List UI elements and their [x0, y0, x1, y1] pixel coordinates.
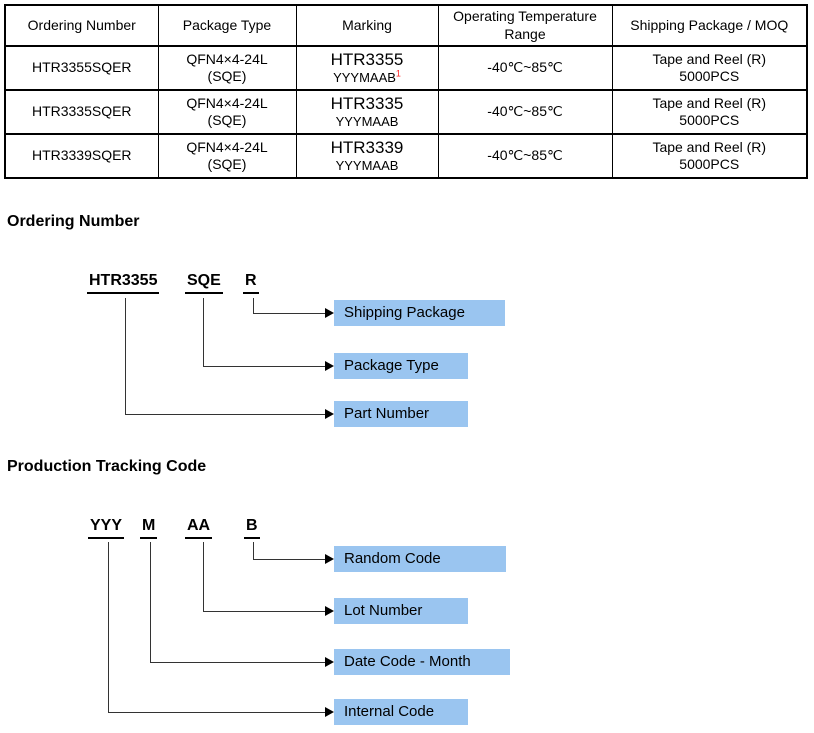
- arrowhead-icon: [325, 606, 334, 616]
- code-part-date-code: M: [140, 517, 158, 539]
- cell-marking: HTR3339 YYYMAAB: [295, 133, 439, 179]
- cell-shipping-moq: Tape and Reel (R) 5000PCS: [611, 133, 808, 179]
- callout-lot-number: Lot Number: [334, 598, 468, 624]
- shipping-line2: 5000PCS: [679, 112, 740, 128]
- shipping-line2: 5000PCS: [679, 156, 740, 172]
- connector-line: [150, 542, 151, 662]
- callout-shipping-package: Shipping Package: [334, 300, 505, 326]
- connector-line: [125, 298, 126, 414]
- code-part-lot-number: AA: [185, 517, 213, 539]
- connector-line: [253, 298, 254, 313]
- callout-part-number: Part Number: [334, 401, 468, 427]
- section-heading-ordering-number: Ordering Number: [7, 213, 140, 230]
- cell-marking: HTR3355 YYYMAAB1: [295, 45, 439, 91]
- callout-internal-code: Internal Code: [334, 699, 468, 725]
- arrowhead-icon: [325, 707, 334, 717]
- col-header-ordering-number: Ordering Number: [4, 4, 159, 47]
- package-type-line2: (SQE): [207, 156, 247, 172]
- code-part-internal-code: YYY: [88, 517, 125, 539]
- col-header-temp-range: Operating Temperature Range: [437, 4, 613, 47]
- callout-date-code-month: Date Code - Month: [334, 649, 510, 675]
- cell-temp-range: -40℃~85℃: [437, 89, 613, 135]
- connector-line: [203, 542, 204, 611]
- cell-ordering-number: HTR3339SQER: [4, 133, 159, 179]
- code-part-part-number: HTR3355: [87, 272, 160, 294]
- package-type-line1: QFN4×4-24L: [186, 50, 268, 67]
- connector-line: [203, 366, 326, 367]
- col-header-marking: Marking: [295, 4, 439, 47]
- shipping-line1: Tape and Reel (R): [652, 94, 767, 111]
- connector-line: [253, 559, 326, 560]
- connector-line: [125, 414, 326, 415]
- package-type-line2: (SQE): [207, 112, 247, 128]
- cell-temp-range: -40℃~85℃: [437, 45, 613, 91]
- cell-package-type: QFN4×4-24L (SQE): [157, 45, 297, 91]
- marking-line1: HTR3339: [330, 138, 404, 157]
- package-type-line1: QFN4×4-24L: [186, 138, 268, 155]
- arrowhead-icon: [325, 409, 334, 419]
- connector-line: [203, 298, 204, 366]
- code-part-random-code: B: [244, 517, 260, 539]
- connector-line: [150, 662, 326, 663]
- callout-random-code: Random Code: [334, 546, 506, 572]
- connector-line: [253, 313, 326, 314]
- arrowhead-icon: [325, 361, 334, 371]
- arrowhead-icon: [325, 554, 334, 564]
- marking-line1: HTR3355: [330, 50, 404, 69]
- connector-line: [108, 712, 326, 713]
- section-heading-tracking-code: Production Tracking Code: [7, 458, 207, 475]
- callout-package-type: Package Type: [334, 353, 468, 379]
- marking-line2: YYYMAAB1: [301, 70, 434, 86]
- col-header-shipping-moq: Shipping Package / MOQ: [611, 4, 808, 47]
- table-header-row: Ordering Number Package Type Marking Ope…: [4, 4, 808, 47]
- cell-marking: HTR3335 YYYMAAB: [295, 89, 439, 135]
- arrowhead-icon: [325, 308, 334, 318]
- table-row: HTR3355SQER QFN4×4-24L (SQE) HTR3355 YYY…: [4, 45, 808, 91]
- code-part-package-type: SQE: [185, 272, 223, 294]
- connector-line: [253, 542, 254, 559]
- cell-temp-range: -40℃~85℃: [437, 133, 613, 179]
- table-row: HTR3335SQER QFN4×4-24L (SQE) HTR3335 YYY…: [4, 89, 808, 135]
- marking-line2: YYYMAAB: [335, 158, 399, 174]
- package-type-line2: (SQE): [207, 68, 247, 84]
- ordering-info-table: Ordering Number Package Type Marking Ope…: [4, 4, 808, 179]
- table-row: HTR3339SQER QFN4×4-24L (SQE) HTR3339 YYY…: [4, 133, 808, 179]
- cell-package-type: QFN4×4-24L (SQE): [157, 89, 297, 135]
- cell-package-type: QFN4×4-24L (SQE): [157, 133, 297, 179]
- package-type-line1: QFN4×4-24L: [186, 94, 268, 111]
- shipping-line2: 5000PCS: [679, 68, 740, 84]
- code-part-shipping: R: [243, 272, 259, 294]
- footnote-superscript: 1: [395, 69, 401, 80]
- shipping-line1: Tape and Reel (R): [652, 50, 767, 67]
- cell-shipping-moq: Tape and Reel (R) 5000PCS: [611, 89, 808, 135]
- arrowhead-icon: [325, 657, 334, 667]
- cell-shipping-moq: Tape and Reel (R) 5000PCS: [611, 45, 808, 91]
- connector-line: [108, 542, 109, 712]
- col-header-package-type: Package Type: [157, 4, 297, 47]
- connector-line: [203, 611, 326, 612]
- marking-line1: HTR3335: [330, 94, 404, 113]
- marking-line2: YYYMAAB: [335, 114, 399, 130]
- cell-ordering-number: HTR3355SQER: [4, 45, 159, 91]
- shipping-line1: Tape and Reel (R): [652, 138, 767, 155]
- cell-ordering-number: HTR3335SQER: [4, 89, 159, 135]
- marking-code: YYYMAAB: [333, 70, 396, 86]
